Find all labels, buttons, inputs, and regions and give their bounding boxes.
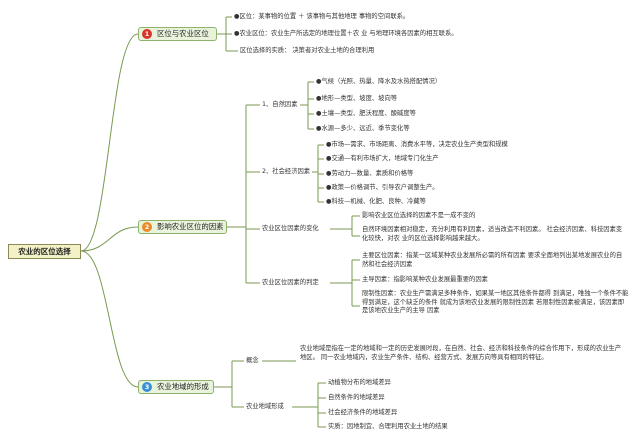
b2-g4-item-2: 主导因素：指影响某种农业发展最重要的因素 xyxy=(362,276,488,283)
branch-3-node[interactable]: 3 农业地域的形成 xyxy=(138,380,214,394)
b3-g2-item-4: 实质：因地制宜、合理利用农业土地的结果 xyxy=(328,423,448,430)
b2-g1-item-4: ●水源—多少、远近、季节变化等 xyxy=(316,125,410,132)
b3-g2-item-1: 动植物分布的地域差异 xyxy=(328,379,391,386)
b2-g2-item-3: ●劳动力—数量、素质和价格等 xyxy=(326,170,414,177)
number-badge-2: 2 xyxy=(142,222,152,232)
b1-item-2: ●农业区位：农业生产所选定的地理位置＋农 业 与地理环境各因素的相互联系。 xyxy=(234,30,458,37)
link-root-b1 xyxy=(80,33,139,252)
b2-g4-item-3: 限制性因素：农业生产需满足多种条件，如果某一地区其他条件都得 到满足，唯独一个条… xyxy=(362,290,629,315)
b2-g2-item-5: ●科技—机械、化肥、良种、冷藏等 xyxy=(326,198,426,205)
b3-g1-text: 农业地域是指在一定的地域和一定的历史发展时段，在自然、社会、经济和科技条件的综合… xyxy=(300,345,622,361)
b2-g3-item-1: 影响农业区位选择的因素不是一成不变的 xyxy=(362,212,476,219)
branch-3-label: 农业地域的形成 xyxy=(157,382,209,391)
b2-g2-item-2: ●交通—有利市场扩大，地域专门化生产 xyxy=(326,155,439,162)
b3-g2-label: 农业地域形成 xyxy=(246,403,284,410)
b2-g2-label: 2、社会经济因素 xyxy=(262,168,311,175)
link-root-b2 xyxy=(80,226,139,252)
b2-g3-label: 农业区位因素的变化 xyxy=(262,225,319,232)
branch-1-node[interactable]: 1 区位与农业区位 xyxy=(138,27,217,41)
b2-g1-item-2: ●地形—类型、坡度、坡向等 xyxy=(316,95,398,102)
b2-g2-item-1: ●市场—需求、市场距离、消费水平等，决定农业生产类型和规模 xyxy=(326,141,508,148)
b3-g1-label: 概念 xyxy=(246,357,259,364)
b2-g3-item-2: 自然环境因素相对稳定，充分利用有利因素，适当改造不利因素。 社会经济因素、科技因… xyxy=(362,226,623,242)
branch-2-node[interactable]: 2 影响农业区位的因素 xyxy=(138,220,227,234)
b3-g2-item-3: 社会经济条件的地域差异 xyxy=(328,409,398,416)
branch-2-label: 影响农业区位的因素 xyxy=(157,222,224,231)
branch-1-label: 区位与农业区位 xyxy=(157,29,209,38)
b2-g4-label: 农业区位因素的判定 xyxy=(262,279,319,286)
b1-item-1: ●区位：某事物的位置 ＋ 该事物与其他地理 事物的空间联系。 xyxy=(234,13,410,20)
b3-g2-item-2: 自然条件的地域差异 xyxy=(328,394,385,401)
link-root-b3 xyxy=(80,250,139,388)
b2-g1-item-3: ●土壤—类型、肥沃程度、酸碱度等 xyxy=(316,110,416,117)
b2-g1-item-1: ●气候（光照、热量、降水及水热搭配情况） xyxy=(316,78,442,85)
b2-g1-label: 1、自然因素 xyxy=(262,101,298,108)
number-badge-3: 3 xyxy=(142,382,152,392)
number-badge-1: 1 xyxy=(142,29,152,39)
root-node[interactable]: 农业的区位选择 xyxy=(8,244,81,259)
b1-item-3: 区位选择的实质： 决策者对农业土地的合理利用 xyxy=(240,47,375,54)
b2-g4-item-1: 主要区位因素：指某一区域某种农业发展所必需的所有因素 要求全面地列出某地发展农业… xyxy=(362,252,623,268)
b2-g2-item-4: ●政策—价格调节、引导农户调整生产。 xyxy=(326,184,439,191)
